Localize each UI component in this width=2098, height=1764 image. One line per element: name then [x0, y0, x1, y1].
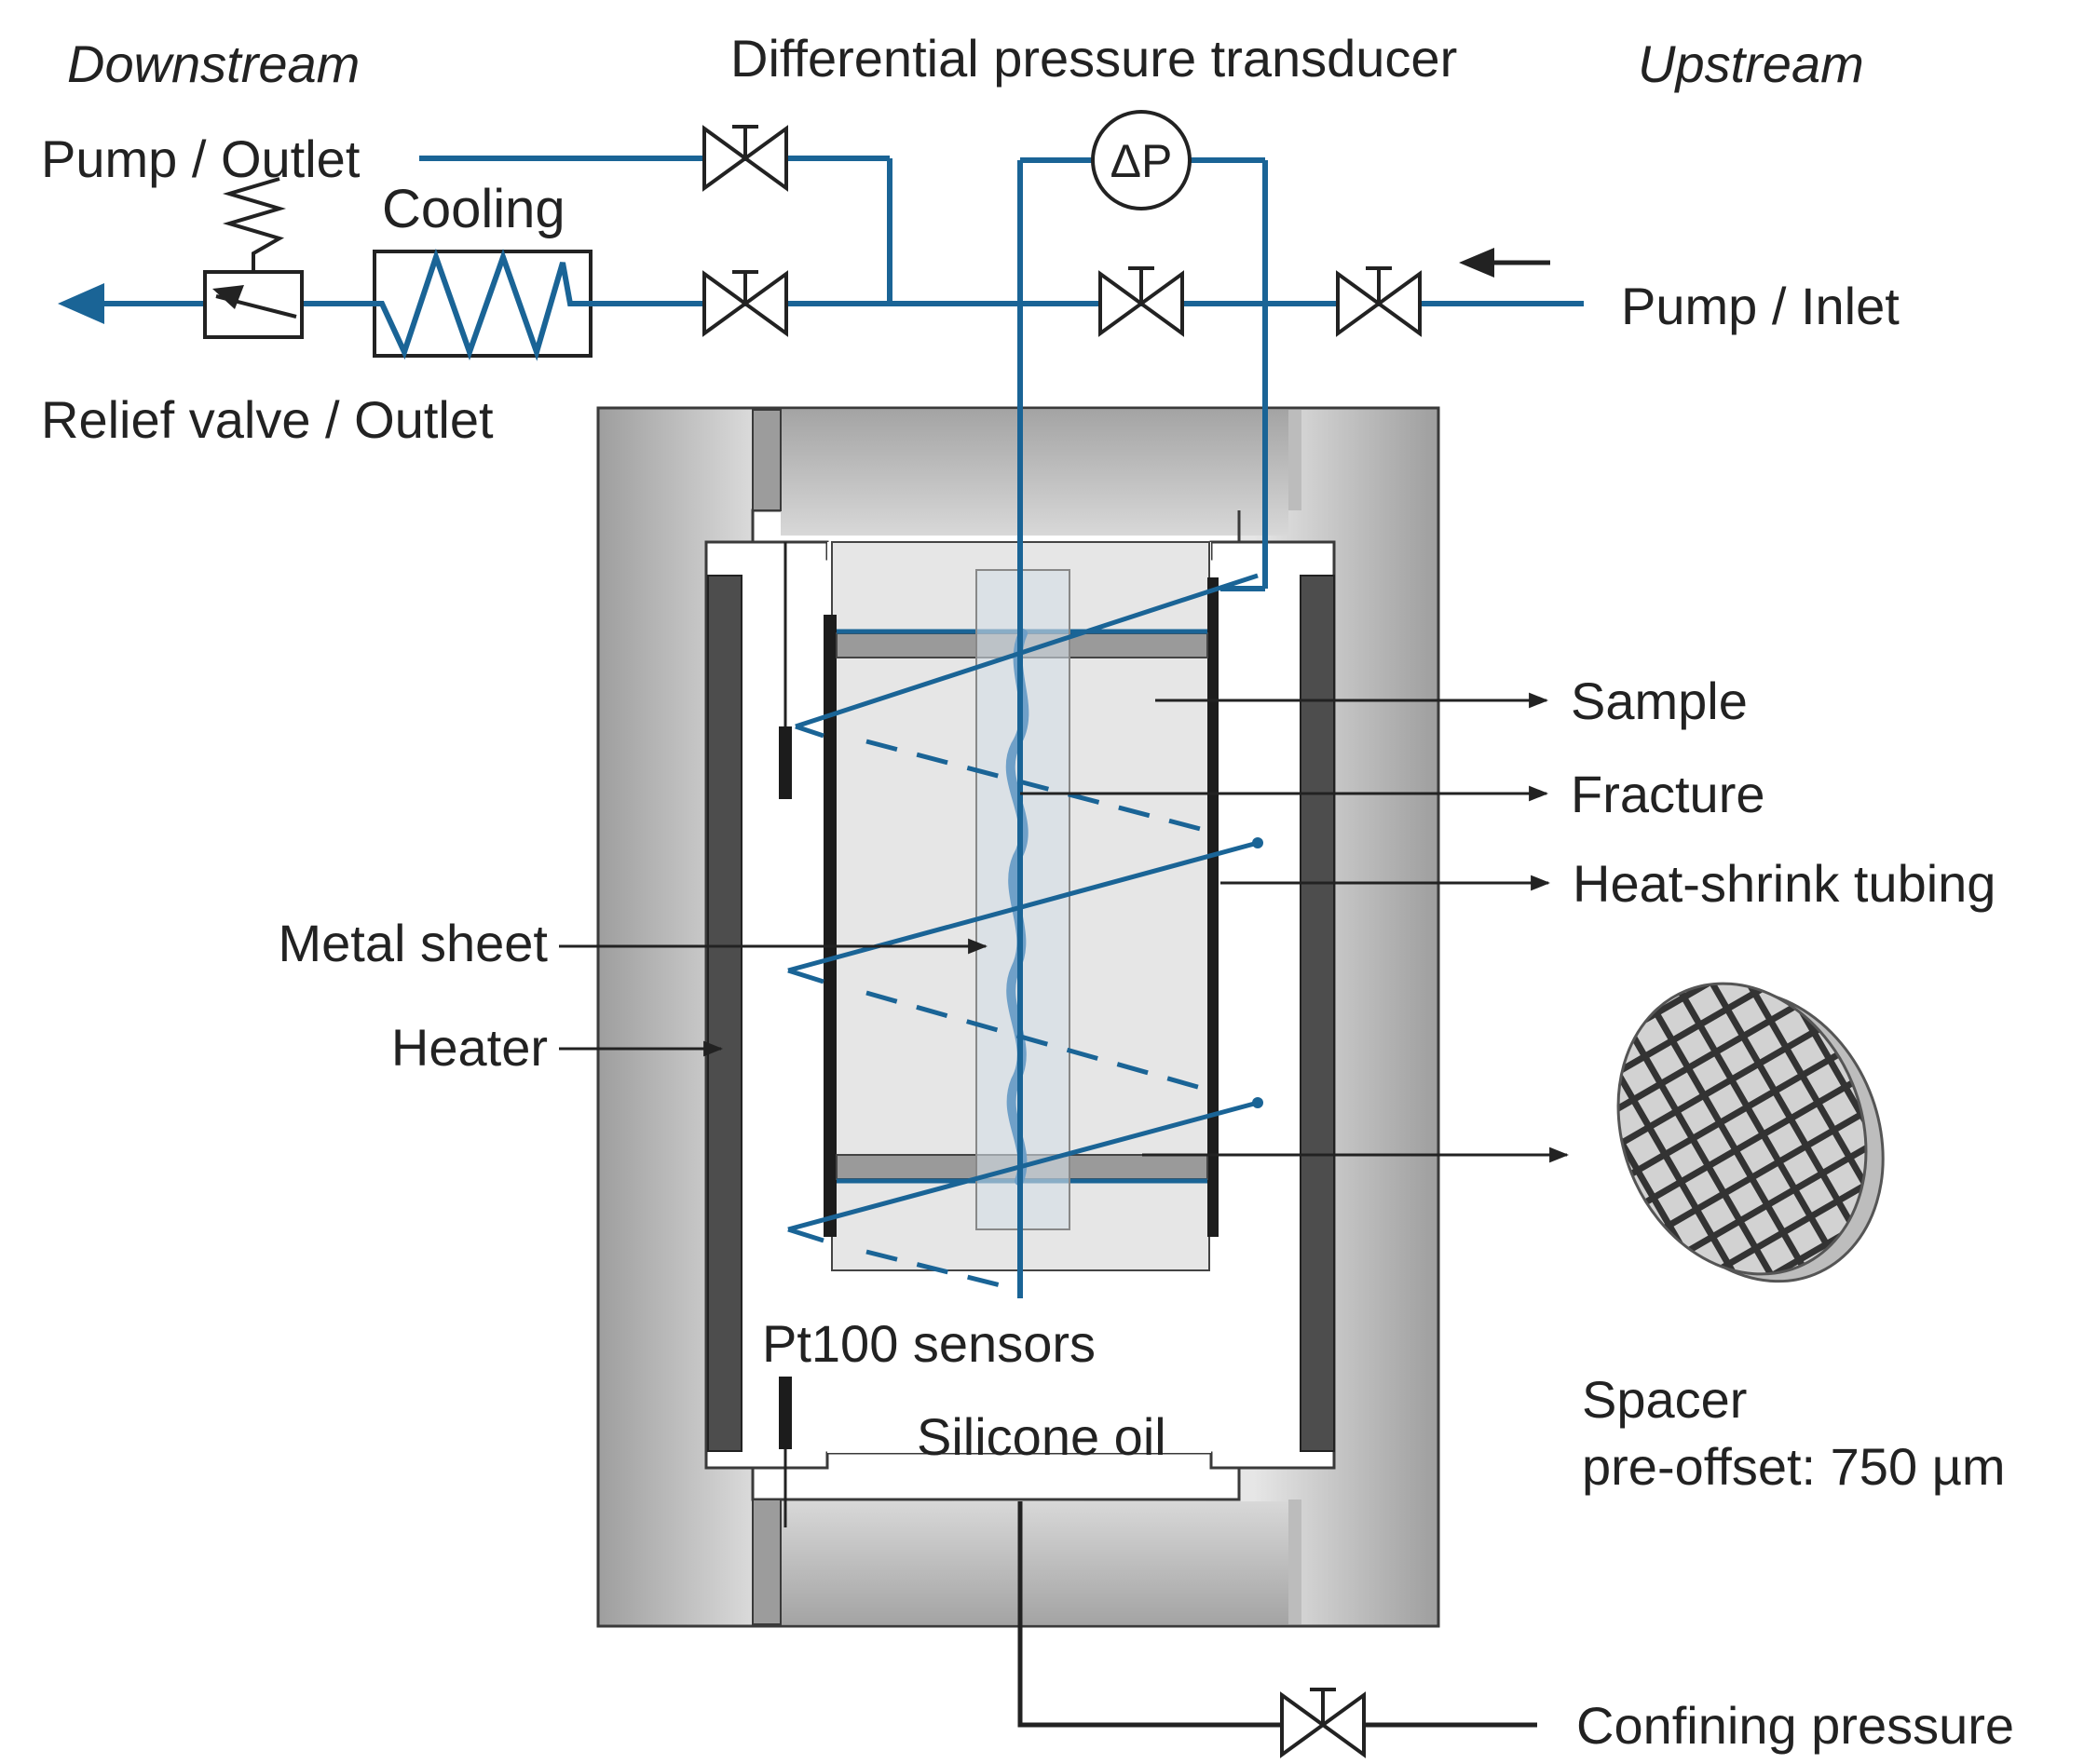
heater-label: Heater — [391, 1018, 548, 1077]
metal-sheet-label: Metal sheet — [279, 914, 549, 972]
top-seal-right — [1288, 410, 1301, 510]
bottom-plug — [781, 1501, 1288, 1624]
top-plug — [781, 410, 1288, 536]
valve-outlet-top-icon — [702, 125, 788, 192]
pump-outlet-label: Pump / Outlet — [41, 129, 361, 188]
pt100-sensor-upper — [779, 726, 792, 799]
differential-pressure-gauge-icon: ΔP — [1091, 110, 1192, 210]
fracture-label: Fracture — [1571, 765, 1765, 823]
valve-upstream-icon — [1336, 266, 1422, 337]
valve-downstream-icon — [702, 270, 788, 337]
heat-shrink-helix — [787, 573, 1259, 1292]
silicone-oil-label: Silicone oil — [917, 1407, 1166, 1466]
confining-pressure-line — [1017, 1501, 1537, 1728]
relief-valve-icon — [203, 177, 304, 339]
pt100-label: Pt100 sensors — [762, 1314, 1096, 1373]
outlet-arrow-icon — [58, 283, 104, 324]
bottom-seal-left — [752, 1499, 782, 1625]
confining-pressure-label: Confining pressure — [1576, 1696, 2014, 1755]
metal-sheet-right — [1207, 577, 1219, 1237]
inlet-arrow-icon — [1459, 248, 1550, 278]
spacer-label: Spacer — [1582, 1370, 1747, 1429]
cooling-label: Cooling — [382, 179, 565, 239]
metal-sheet-left — [824, 615, 837, 1237]
pump-inlet-label: Pump / Inlet — [1621, 277, 1900, 335]
spacer-offset-label: pre-offset: 750 µm — [1582, 1437, 2006, 1496]
delta-p-label: ΔP — [1110, 135, 1173, 187]
heat-shrink-label: Heat-shrink tubing — [1573, 854, 1996, 913]
heater-right — [1300, 575, 1335, 1452]
valve-confining-icon — [1280, 1688, 1366, 1758]
heater-left — [707, 575, 742, 1452]
bottom-seal-right — [1288, 1499, 1301, 1624]
transducer-label: Differential pressure transducer — [730, 29, 1457, 88]
downstream-label: Downstream — [67, 34, 360, 93]
valve-mid-icon — [1098, 266, 1184, 337]
relief-valve-label: Relief valve / Outlet — [41, 390, 494, 449]
upstream-label: Upstream — [1638, 34, 1864, 93]
pt100-sensor-lower — [779, 1377, 792, 1449]
leader-lines — [559, 692, 1570, 1163]
grid-spacer-disc-icon — [1616, 982, 1885, 1283]
sample-label: Sample — [1571, 672, 1748, 730]
cooling-coil-icon — [304, 248, 596, 361]
top-seal-left — [752, 409, 782, 511]
